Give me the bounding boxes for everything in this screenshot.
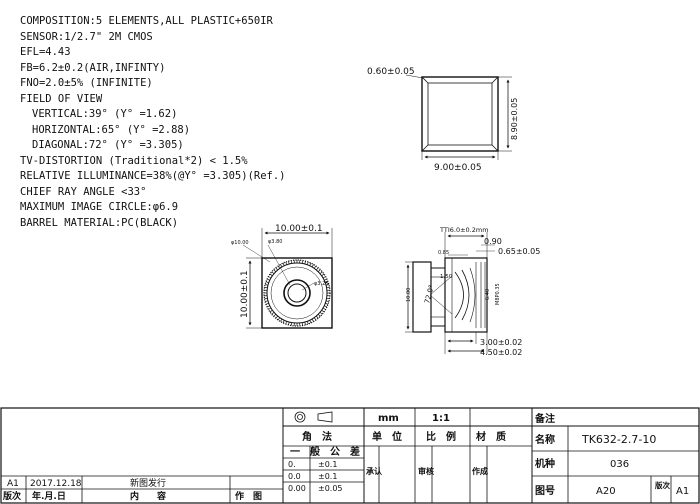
spec-fov: FIELD OF VIEW [20, 92, 103, 105]
front-width-dim: 10.00±0.1 [275, 224, 323, 234]
spec-composition: COMPOSITION:5 ELEMENTS,ALL PLASTIC+650IR [20, 15, 273, 27]
tol-t1: ±0.1 [318, 472, 337, 481]
review-label: 审核 [418, 466, 434, 476]
name-value: TK632-2.7-10 [581, 433, 656, 446]
side-dim-085: 0.85 [438, 250, 449, 256]
model-value: 036 [610, 459, 629, 470]
side-view [405, 232, 495, 354]
author-label: 作成 [472, 466, 488, 476]
side-thread-dim: TTI6.0±0.2mm [439, 226, 489, 234]
side-length-dim: 10.00 [406, 288, 412, 302]
version-label: 版次 [654, 480, 670, 490]
rev-content: 新图发行 [130, 477, 166, 489]
tol-v2: 0.00 [288, 484, 306, 493]
side-dim-450: 4.50±0.02 [480, 348, 522, 357]
spec-horizontal: HORIZONTAL:65° (Y° =2.88) [32, 123, 191, 136]
spec-distortion: TV-DISTORTION (Traditional*2) < 1.5% [20, 154, 248, 167]
spec-fno: FNO=2.0±5% (INFINITE) [20, 77, 153, 89]
top-view [405, 74, 512, 160]
spec-diagonal: DIAGONAL:72° (Y° =3.305) [32, 139, 184, 151]
tol-v0: 0. [288, 460, 296, 469]
side-dim-065: 0.65±0.05 [498, 247, 540, 256]
spec-efl: EFL=4.43 [20, 46, 71, 58]
header-scale: 比 例 [426, 430, 456, 443]
spec-sensor: SENSOR:1/2.7" 2M CMOS [20, 30, 153, 43]
side-angle-dim: 72.0° [423, 284, 436, 305]
rev-ver: A1 [7, 479, 19, 489]
spec-fb: FB=6.2±0.2(AIR,INFINTY) [20, 61, 166, 74]
front-inner-dia: φ3.80 [268, 239, 282, 245]
side-thread-spec: M8P0.35 [495, 283, 501, 305]
tol-t2: ±0.05 [318, 484, 343, 493]
rev-header-content: 内 容 [130, 490, 166, 502]
spec-cra: CHIEF RAY ANGLE <33° [20, 185, 147, 198]
rev-date: 2017.12.18 [30, 479, 82, 489]
title-block [0, 407, 700, 504]
approve-label: 承认 [366, 466, 383, 476]
version-value: A1 [676, 486, 689, 497]
scale-value: 1:1 [432, 413, 450, 424]
spec-barrel: BARREL MATERIAL:PC(BLACK) [20, 216, 179, 229]
specification-list: COMPOSITION:5 ELEMENTS,ALL PLASTIC+650IR… [20, 14, 286, 231]
front-outer-dia: φ10.00 [231, 240, 249, 246]
front-height-dim: 10.00±0.1 [240, 270, 250, 318]
tol-v1: 0.0 [288, 472, 301, 481]
side-dim-150: 1.50 [440, 274, 453, 280]
header-unit: 单 位 [372, 430, 402, 443]
unit-value: mm [378, 413, 399, 424]
drawing-no-label: 图号 [535, 485, 555, 497]
top-corner-dim: 0.60±0.05 [367, 67, 415, 77]
side-dim-640: 6.40 [485, 289, 491, 300]
top-height-dim: 8.90±0.05 [510, 98, 519, 140]
gear-teeth [264, 260, 330, 326]
rev-header-author: 作 图 [235, 490, 262, 502]
drawing-no-value: A20 [596, 486, 616, 497]
front-bore-dia: φ3.25 [314, 281, 328, 287]
top-width-dim: 9.00±0.05 [434, 163, 482, 173]
spec-image-circle: MAXIMUM IMAGE CIRCLE:φ6.9 [20, 201, 179, 213]
tol-t0: ±0.1 [318, 460, 337, 469]
side-dim-300: 3.00±0.02 [480, 338, 522, 347]
front-view [242, 228, 333, 329]
header-angle: 角 法 [302, 430, 332, 443]
remark-label: 备注 [534, 412, 555, 425]
name-label: 名称 [535, 433, 555, 446]
spec-vertical: VERTICAL:39° (Y° =1.62) [32, 108, 178, 120]
rev-header-date: 年.月.日 [32, 490, 66, 502]
side-dim-090: 0.90 [484, 237, 502, 246]
model-label: 机种 [535, 457, 555, 470]
header-material: 材 质 [476, 430, 506, 443]
rev-header-ver: 版次 [2, 490, 21, 502]
spec-illuminance: RELATIVE ILLUMINANCE=38%(@Y° =3.305)(Ref… [20, 170, 286, 182]
tolerance-title: 一 般 公 差 [290, 445, 360, 458]
